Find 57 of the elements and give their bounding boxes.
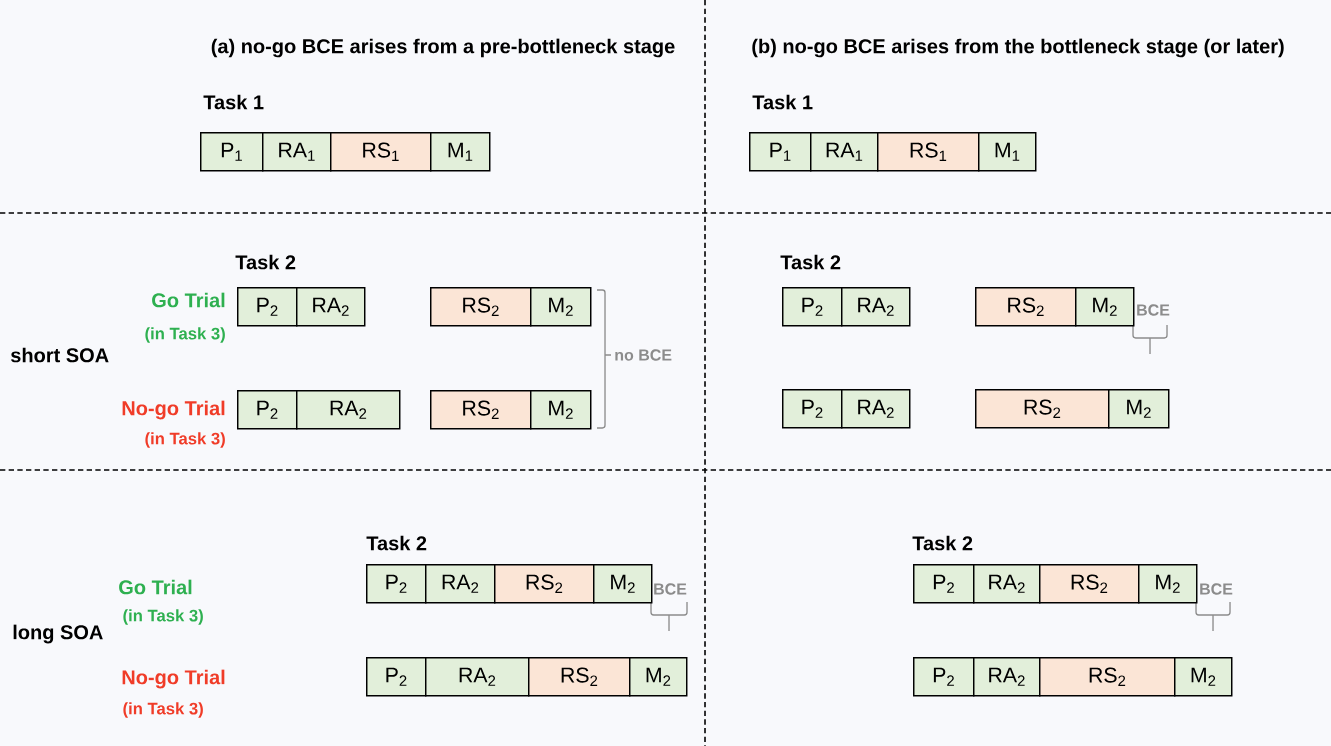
- stage-box: RS$_{2}$: [430, 390, 532, 430]
- stage-box: RA$_{2}$: [841, 287, 911, 327]
- stage-box: M$_{2}$: [1174, 657, 1233, 697]
- soa-label: short SOA: [11, 347, 109, 363]
- stage-box: P$_{2}$: [237, 287, 298, 327]
- stage-box: RA$_{2}$: [425, 564, 496, 604]
- trial-note: (in Task 3): [145, 432, 225, 448]
- soa-label: long SOA: [13, 624, 103, 644]
- trial-note: (in Task 3): [145, 327, 225, 343]
- stage-box: P$_{2}$: [913, 657, 975, 697]
- stage-box: P$_{2}$: [913, 564, 975, 604]
- stage-box: M$_{2}$: [1075, 287, 1135, 327]
- stage-box: RS$_{2}$: [1039, 657, 1176, 697]
- stage-box: P$_{2}$: [237, 390, 298, 430]
- stage-box: P$_{1}$: [200, 132, 264, 172]
- stage-box: M$_{1}$: [978, 132, 1037, 172]
- panel-title: (b) no-go BCE arises from the bottleneck stage (or later): [752, 38, 1284, 58]
- trial-label: No-go Trial: [122, 669, 225, 689]
- stage-box: RA$_{2}$: [296, 287, 366, 327]
- bce-label: no BCE: [615, 349, 672, 361]
- task-label: Task 2: [912, 535, 973, 551]
- stage-box: P$_{2}$: [366, 657, 427, 697]
- stage-box: M$_{2}$: [1108, 389, 1170, 429]
- task-label: Task 1: [203, 94, 264, 110]
- trial-label: Go Trial: [119, 579, 192, 595]
- task-label: Task 2: [780, 254, 841, 270]
- trial-note: (in Task 3): [123, 609, 203, 625]
- trial-note: (in Task 3): [123, 702, 203, 718]
- stage-box: M$_{2}$: [530, 390, 592, 430]
- stage-box: RA$_{2}$: [973, 657, 1041, 697]
- stage-box: M$_{2}$: [629, 657, 688, 697]
- stage-box: RA$_{2}$: [973, 564, 1041, 604]
- stage-box: RA$_{2}$: [425, 657, 530, 697]
- stage-box: RS$_{2}$: [975, 389, 1110, 429]
- stage-box: M$_{2}$: [593, 564, 653, 604]
- panel-title: (a) no-go BCE arises from a pre-bottleneck stage: [211, 38, 675, 58]
- stage-box: RS$_{2}$: [1039, 564, 1140, 604]
- stage-box: RS$_{2}$: [430, 287, 532, 327]
- task-label: Task 2: [235, 254, 296, 270]
- stage-box: P$_{2}$: [366, 564, 427, 604]
- stage-box: RA$_{1}$: [810, 132, 879, 172]
- stage-box: RS$_{1}$: [330, 132, 432, 172]
- stage-box: M$_{2}$: [1138, 564, 1198, 604]
- stage-box: RS$_{2}$: [528, 657, 631, 697]
- stage-box: RA$_{1}$: [262, 132, 332, 172]
- task-label: Task 2: [366, 535, 427, 551]
- stage-box: P$_{1}$: [749, 132, 812, 172]
- stage-box: RA$_{2}$: [841, 389, 911, 429]
- stage-box: RS$_{2}$: [975, 287, 1077, 327]
- stage-box: RS$_{1}$: [877, 132, 980, 172]
- stage-box: P$_{2}$: [782, 287, 843, 327]
- stage-box: M$_{2}$: [530, 287, 592, 327]
- task-label: Task 1: [752, 94, 813, 110]
- stage-box: P$_{2}$: [782, 389, 843, 429]
- stage-box: RA$_{2}$: [296, 390, 401, 430]
- stage-box: M$_{1}$: [430, 132, 491, 172]
- stage-box: RS$_{2}$: [494, 564, 595, 604]
